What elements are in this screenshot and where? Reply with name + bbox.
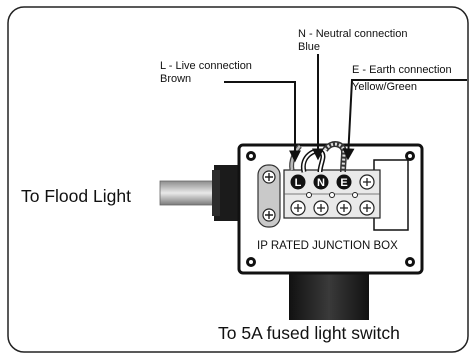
- live-arrow-icon: [224, 81, 301, 163]
- live-label: L - Live connection: [160, 60, 252, 72]
- terminal-label: N: [317, 177, 325, 189]
- live-colour-label: Brown: [160, 73, 191, 85]
- flood-light-cable: [159, 180, 223, 206]
- flood-light-label: To Flood Light: [21, 186, 131, 206]
- neutral-colour-label: Blue: [298, 41, 320, 53]
- flood-light-gland-hex: [212, 170, 220, 216]
- terminal-block: [283, 169, 381, 219]
- switch-label: To 5A fused light switch: [218, 323, 400, 343]
- junction-box-label: IP RATED JUNCTION BOX: [257, 240, 398, 252]
- cable-clamp: [257, 164, 281, 228]
- terminal-label: L: [295, 177, 302, 189]
- earth-arrow-icon: [342, 79, 467, 161]
- switch-cable-gland: [289, 268, 369, 320]
- terminal-label: E: [340, 177, 347, 189]
- earth-label: E - Earth connection: [352, 64, 452, 76]
- neutral-label: N - Neutral connection: [298, 28, 407, 40]
- earth-colour-label: Yellow/Green: [352, 81, 417, 93]
